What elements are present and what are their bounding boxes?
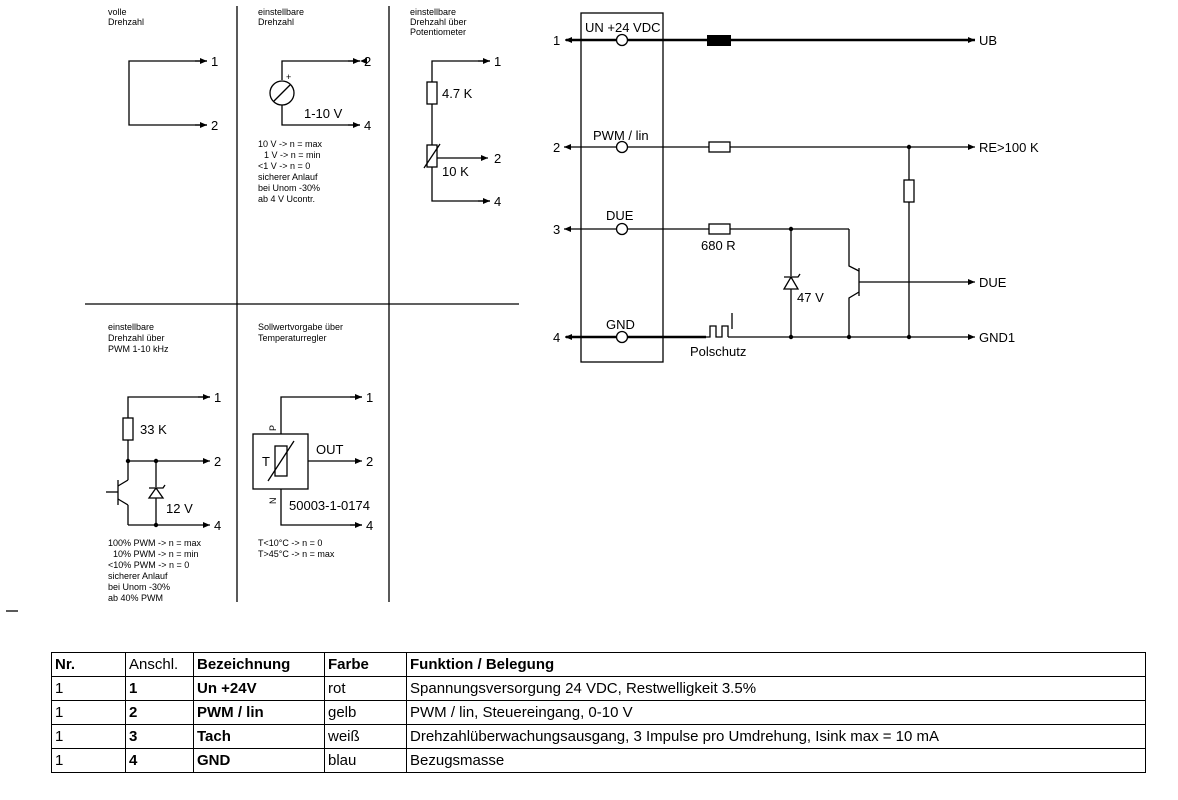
- diagram-label: 3: [553, 222, 560, 237]
- output-due: DUE: [979, 275, 1007, 290]
- diagram-label: T: [262, 454, 270, 469]
- inductor-block: [707, 35, 731, 46]
- diagram-label: Temperaturregler: [258, 333, 327, 343]
- adj-pin-2: 2: [364, 54, 371, 69]
- diagram-label: 4: [214, 518, 221, 533]
- diagram-label: Polschutz: [690, 344, 746, 359]
- connector-housing: [580, 12, 664, 363]
- diagram-label: T<10°C -> n = 0: [258, 538, 322, 548]
- pin-assignment-table: Nr. Anschl. Bezeichnung Farbe Funktion /…: [51, 652, 1146, 773]
- table-row: 1 1 Un +24V rot Spannungsversorgung 24 V…: [51, 676, 1146, 701]
- diagram-label: OUT: [316, 442, 344, 457]
- diagram-label: 47 V: [797, 290, 824, 305]
- diagram-label: 2: [214, 454, 221, 469]
- diagram-label: 33 K: [140, 422, 167, 437]
- panel-dividers: [85, 6, 519, 602]
- diagram-label: P: [268, 425, 278, 431]
- diagram-label: 2: [494, 151, 501, 166]
- diagram-label: +: [286, 72, 291, 82]
- diagram-label: 1 V -> n = min: [264, 150, 321, 160]
- wiring-diagram: volle Drehzahl 1 2 einstellbare Drehzahl…: [6, 6, 1039, 612]
- full-pin-2: 2: [211, 118, 218, 133]
- temp-part-number: 50003-1-0174: [289, 498, 370, 513]
- diagram-label: 2: [553, 140, 560, 155]
- diagram-label: ab 4 V Ucontr.: [258, 194, 315, 204]
- resistor-680r: [708, 223, 731, 235]
- diagram-label: PWM / lin: [593, 128, 649, 143]
- panel-adj-title-2: Drehzahl: [258, 17, 294, 27]
- panel-adj-title-1: einstellbare: [258, 7, 304, 17]
- polschutz-symbol: [706, 325, 729, 338]
- diagram-label: 12 V: [166, 501, 193, 516]
- resistor-4k7: [426, 81, 438, 105]
- connector-label: UN +24 VDC: [585, 20, 661, 35]
- panel-pwm: einstellbare Drehzahl über PWM 1-10 kHz …: [106, 322, 221, 603]
- header-bezeichnung: Bezeichnung: [193, 652, 325, 677]
- diagram-label: 10 V -> n = max: [258, 139, 323, 149]
- diagram-label: 10% PWM -> n = min: [113, 549, 199, 559]
- diagram-label: 1: [494, 54, 501, 69]
- diagram-label: 4: [553, 330, 560, 345]
- adj-wire-top: [281, 58, 367, 80]
- output-re: RE>100 K: [979, 140, 1039, 155]
- diagram-label: 100% PWM -> n = max: [108, 538, 202, 548]
- panel-adjustable-voltage: einstellbare Drehzahl + 2 4 1-10 V 10 V …: [258, 7, 371, 204]
- panel-temperature: Sollwertvorgabe über Temperaturregler T …: [252, 322, 373, 559]
- full-pin-1: 1: [211, 54, 218, 69]
- diagram-label: 1: [366, 390, 373, 405]
- diagram-label: Sollwertvorgabe über: [258, 322, 343, 332]
- header-anschl: Anschl.: [125, 652, 194, 677]
- diagram-label: sicherer Anlauf: [258, 172, 318, 182]
- panel-full-title-1: volle: [108, 7, 127, 17]
- panel-full-title-2: Drehzahl: [108, 17, 144, 27]
- table-row: 1 3 Tach weiß Drehzahlüberwachungsausgan…: [51, 724, 1146, 749]
- output-ub: UB: [979, 33, 997, 48]
- diagram-label: 10 K: [442, 164, 469, 179]
- diagram-label: Drehzahl über: [410, 17, 467, 27]
- diagram-label: 4: [494, 194, 501, 209]
- header-nr: Nr.: [51, 652, 126, 677]
- diagram-label: 1: [214, 390, 221, 405]
- diagram-label: 2: [366, 454, 373, 469]
- pot-wire-top: [431, 60, 490, 82]
- table-row: 1 4 GND blau Bezugsmasse: [51, 748, 1146, 773]
- diagram-label: einstellbare: [108, 322, 154, 332]
- diagram-label: 1: [553, 33, 560, 48]
- full-jumper-wire: [128, 60, 207, 126]
- diagram-label: 4.7 K: [442, 86, 473, 101]
- diagram-label: DUE: [606, 208, 634, 223]
- diagram-label: bei Unom -30%: [258, 183, 320, 193]
- adj-voltage-label: 1-10 V: [304, 106, 343, 121]
- header-farbe: Farbe: [324, 652, 407, 677]
- adj-wire-bottom: [281, 105, 360, 126]
- resistor-pullup: [903, 179, 915, 203]
- diagram-label: Drehzahl über: [108, 333, 165, 343]
- diagram-label: 4: [366, 518, 373, 533]
- diagram-label: T>45°C -> n = max: [258, 549, 335, 559]
- header-funktion: Funktion / Belegung: [406, 652, 1146, 677]
- diagram-label: N: [268, 498, 278, 505]
- diagram-label: 680 R: [701, 238, 736, 253]
- panel-potentiometer: einstellbare Drehzahl über Potentiometer…: [410, 7, 501, 209]
- diagram-label: GND: [606, 317, 635, 332]
- diagram-label: PWM 1-10 kHz: [108, 344, 169, 354]
- table-row: 1 2 PWM / lin gelb PWM / lin, Steuereing…: [51, 700, 1146, 725]
- diagram-label: einstellbare: [410, 7, 456, 17]
- diagram-label: <1 V -> n = 0: [258, 161, 310, 171]
- fan-circuit: UN +24 VDC PWM / lin DUE GND 1 UB 2 RE>1…: [553, 12, 1039, 363]
- diagram-label: sicherer Anlauf: [108, 571, 168, 581]
- zener-12v: [147, 486, 165, 499]
- output-gnd1: GND1: [979, 330, 1015, 345]
- diagram-label: Potentiometer: [410, 27, 466, 37]
- panel-full-speed: volle Drehzahl 1 2: [108, 7, 218, 133]
- diagram-label: bei Unom -30%: [108, 582, 170, 592]
- adj-pin-4: 4: [364, 118, 371, 133]
- diagram-label: <10% PWM -> n = 0: [108, 560, 189, 570]
- table-header-row: Nr. Anschl. Bezeichnung Farbe Funktion /…: [51, 652, 1146, 677]
- resistor-pwm: [708, 141, 731, 153]
- zener-47v: [782, 275, 800, 290]
- diagram-label: ab 40% PWM: [108, 593, 163, 603]
- resistor-33k: [122, 417, 134, 441]
